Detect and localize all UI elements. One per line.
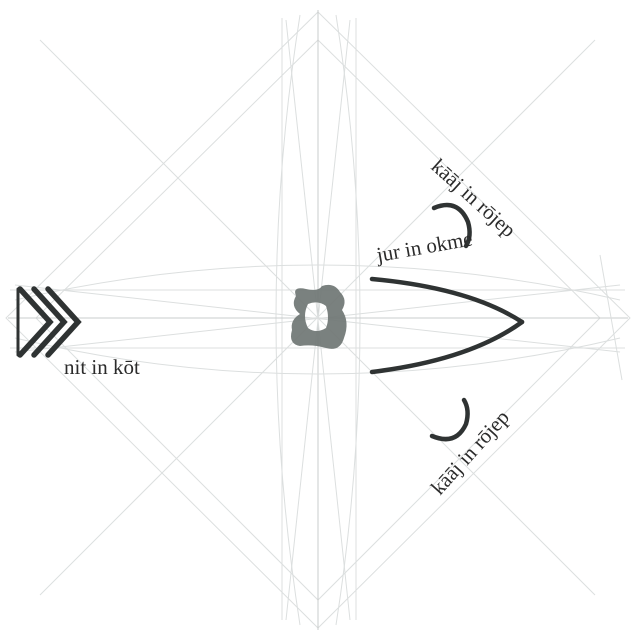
lower-right-curve-mark <box>432 400 468 439</box>
lower-swell-arc <box>372 322 522 372</box>
guide-lines <box>6 10 630 630</box>
upper-swell-arc <box>372 279 522 322</box>
lower-right-curve-label: kāāj in rōjep <box>426 405 514 499</box>
upper-right-curve-label: kāāj in rōjep <box>427 154 521 242</box>
left-chevron-label: nit in kōt <box>64 355 140 379</box>
upper-arc-label: jur in okme <box>374 226 475 267</box>
